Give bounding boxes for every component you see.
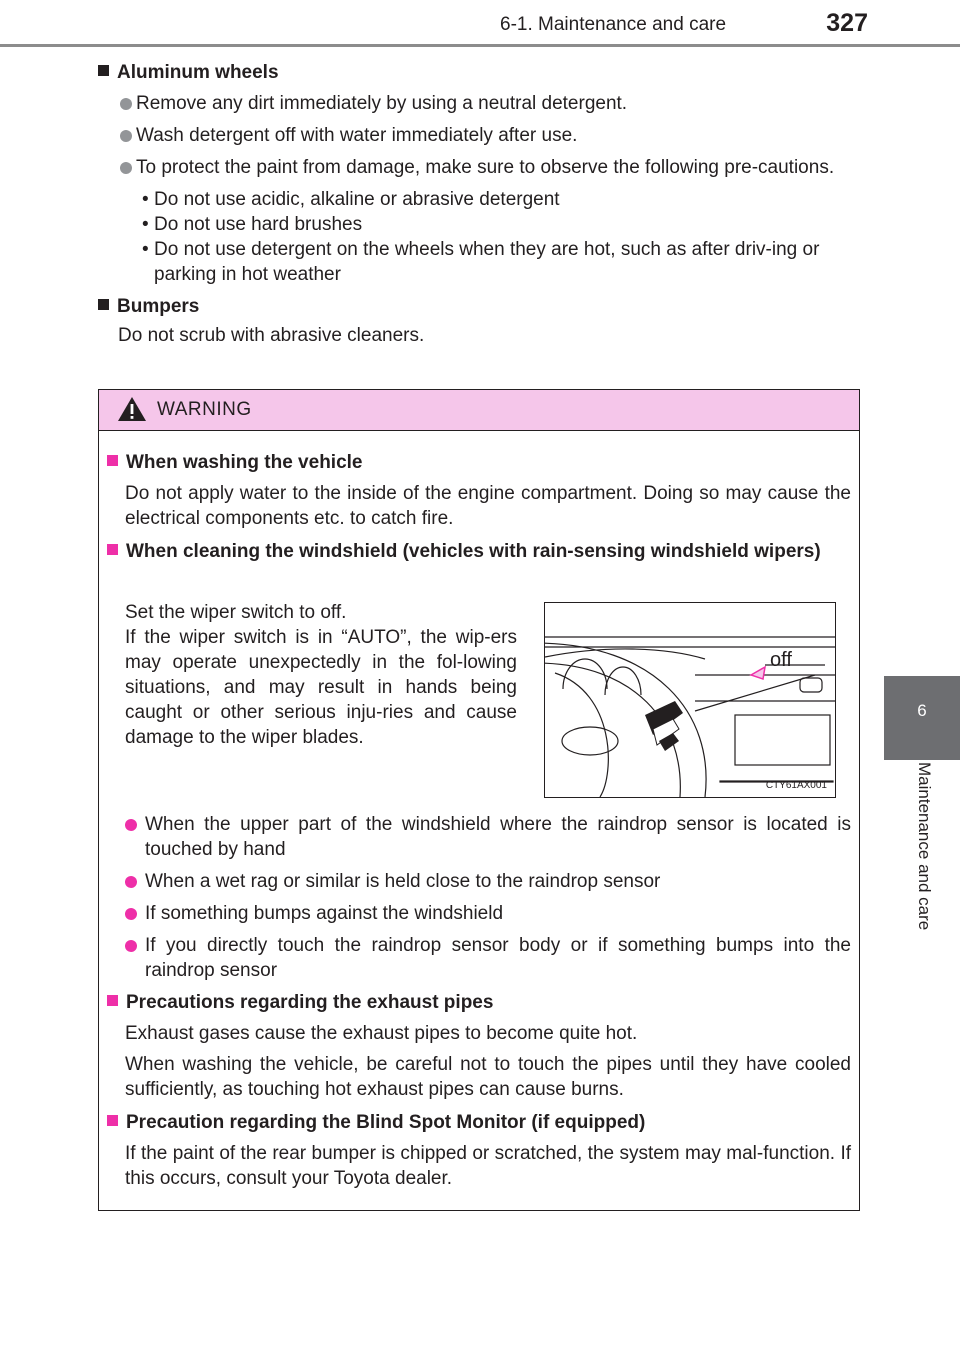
list-item: If you directly touch the raindrop senso… [99, 933, 859, 983]
sub-item: •Do not use acidic, alkaline or abrasive… [142, 189, 560, 210]
bsm-heading: Precaution regarding the Blind Spot Moni… [99, 1110, 859, 1135]
washing-heading: When washing the vehicle [99, 450, 859, 475]
circle-bullet-icon [120, 98, 132, 110]
circle-bullet-icon [120, 162, 132, 174]
exhaust-text-1: Exhaust gases cause the exhaust pipes to… [125, 1023, 638, 1044]
aluminum-heading: Aluminum wheels [98, 60, 858, 85]
warning-triangle-icon [118, 397, 146, 421]
square-bullet-icon [98, 65, 109, 76]
header-divider [0, 44, 960, 47]
steering-wheel-illustration [534, 636, 835, 798]
chapter-tab[interactable]: 6 [884, 676, 960, 760]
circle-bullet-icon [125, 908, 137, 920]
bsm-text: If the paint of the rear bumper is chipp… [125, 1143, 851, 1189]
sub-item: •Do not use detergent on the wheels when… [142, 239, 820, 285]
bumpers-text: Do not scrub with abrasive cleaners. [118, 325, 425, 346]
circle-bullet-icon [125, 819, 137, 831]
list-item: Remove any dirt immediately by using a n… [98, 91, 858, 116]
warning-label: WARNING [157, 399, 252, 420]
circle-bullet-icon [125, 876, 137, 888]
chapter-label-text: Maintenance and care [915, 762, 934, 931]
square-bullet-icon [98, 299, 109, 310]
bumpers-heading: Bumpers [98, 294, 858, 319]
warning-header: WARNING [99, 390, 859, 431]
warning-lower: When the upper part of the windshield wh… [99, 812, 859, 1197]
windshield-heading: When cleaning the windshield (vehicles w… [99, 539, 859, 564]
list-item: Wash detergent off with water immediatel… [98, 123, 858, 148]
figure-code: CTY61AX001 [765, 780, 827, 791]
washing-text: Do not apply water to the inside of the … [125, 483, 851, 529]
page-number: 327 [826, 9, 868, 37]
list-item: When the upper part of the windshield wh… [99, 812, 859, 862]
list-item: To protect the paint from damage, make s… [98, 155, 858, 180]
chapter-label: Maintenance and care [888, 762, 960, 1022]
square-bullet-icon [107, 455, 118, 466]
warning-body: When washing the vehicle Do not apply wa… [99, 450, 859, 570]
main-content: Aluminum wheels Remove any dirt immediat… [98, 60, 858, 354]
exhaust-heading: Precautions regarding the exhaust pipes [99, 990, 859, 1015]
circle-bullet-icon [125, 940, 137, 952]
square-bullet-icon [107, 1115, 118, 1126]
list-item: If something bumps against the windshiel… [99, 901, 859, 926]
off-label: off [770, 649, 792, 671]
exhaust-text-2: When washing the vehicle, be careful not… [125, 1054, 851, 1100]
wiper-figure: off CTY61AX001 [534, 602, 836, 798]
sub-item: •Do not use hard brushes [142, 214, 363, 235]
section-title: 6-1. Maintenance and care [500, 14, 727, 35]
circle-bullet-icon [120, 130, 132, 142]
square-bullet-icon [107, 995, 118, 1006]
list-item: When a wet rag or similar is held close … [99, 869, 859, 894]
wiper-text: Set the wiper switch to off. If the wipe… [125, 602, 517, 748]
square-bullet-icon [107, 544, 118, 555]
warning-box: WARNING When washing the vehicle Do not … [98, 389, 860, 1211]
